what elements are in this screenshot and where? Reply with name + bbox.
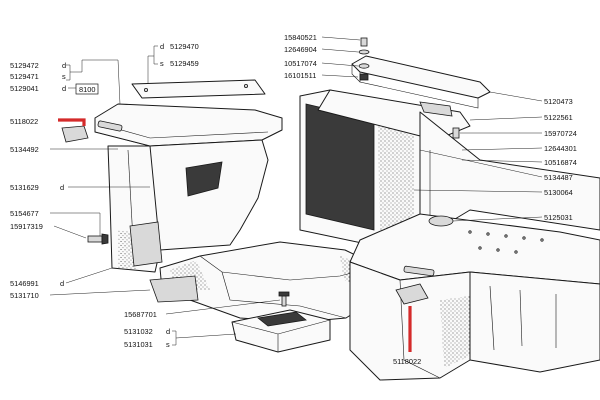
label-10517074: 10517074 — [284, 59, 317, 68]
label-12646904: 12646904 — [284, 45, 317, 54]
labels-top: d 5129470 s 5129459 — [147, 42, 199, 84]
label-5129471: 5129471 — [10, 72, 39, 81]
label-5131031: 5131031 — [124, 340, 153, 349]
plate-slot — [97, 120, 123, 132]
floor-left-block — [149, 275, 199, 303]
label-5118022: 5118022 — [10, 117, 38, 126]
labels-right: 5120473 5122561 15970724 12644301 105168… — [413, 91, 577, 222]
console-column-face — [305, 103, 375, 231]
suffix-s: s — [62, 72, 66, 81]
label-15970724: 15970724 — [544, 129, 577, 138]
plate-code: 8100 — [79, 85, 95, 94]
label-5125031: 5125031 — [544, 213, 573, 222]
rubber-pad-right — [395, 283, 429, 305]
suffix-d: d — [160, 42, 164, 51]
floor-plug — [428, 215, 454, 227]
label-5131629: 5131629 — [10, 183, 39, 192]
label-5129459: 5129459 — [170, 59, 199, 68]
suffix-d: d — [166, 327, 170, 336]
label-15687701: 15687701 — [124, 310, 157, 319]
label-12644301: 12644301 — [544, 144, 577, 153]
labels-bottom: 15687701 5131032 d 5131031 s 5118022 — [124, 299, 421, 366]
upper-bracket — [351, 55, 491, 99]
rubber-pad-left — [61, 125, 89, 143]
pedestal-screw — [278, 291, 290, 307]
label-5134487: 5134487 — [544, 173, 573, 182]
suffix-d: d — [60, 279, 64, 288]
bolt-stack — [358, 37, 370, 81]
suffix-d: d — [62, 61, 66, 70]
label-10516874: 10516874 — [544, 158, 577, 167]
label-15840521: 15840521 — [284, 33, 317, 42]
label-5146991: 5146991 — [10, 279, 39, 288]
label-5134492: 5134492 — [10, 145, 39, 154]
floor-pedestal — [231, 309, 331, 353]
label-16101511: 16101511 — [284, 71, 316, 80]
label-5154677: 5154677 — [10, 209, 39, 218]
fender-rear-panel — [149, 139, 269, 251]
suffix-s: s — [160, 59, 164, 68]
cab-rear-frame — [469, 271, 600, 373]
console-top-tab — [419, 101, 453, 117]
plate-code-box — [75, 83, 99, 95]
suffix-d: d — [62, 84, 66, 93]
label-5122561: 5122561 — [544, 113, 573, 122]
suffix-d: d — [60, 183, 64, 192]
labels-left: 5129472 d 5129471 s 5129041 d 8100 51180… — [10, 59, 151, 300]
label-5131032: 5131032 — [124, 327, 153, 336]
label-5129472: 5129472 — [10, 61, 39, 70]
cab-slot — [403, 265, 435, 277]
label-5120473: 5120473 — [544, 97, 573, 106]
suffix-s: s — [166, 340, 170, 349]
label-5131710: 5131710 — [10, 291, 39, 300]
right-console-assembly — [299, 37, 600, 381]
label-15917319: 15917319 — [10, 222, 43, 231]
fender-bolt — [87, 233, 109, 245]
label-5129041: 5129041 — [10, 84, 39, 93]
label-5129470: 5129470 — [170, 42, 199, 51]
fender-mount-bracket — [129, 221, 163, 267]
top-trim-plate — [131, 79, 266, 99]
fender-window-cutout — [185, 161, 223, 197]
highlight-marker-left — [58, 118, 86, 126]
label-5130064: 5130064 — [544, 188, 573, 197]
floor-rivets — [468, 230, 544, 254]
fender-top-plate — [94, 103, 283, 147]
pedestal-grip — [257, 311, 307, 327]
label-5118022-bottom: 5118022 — [393, 357, 421, 366]
left-fender-assembly — [58, 103, 283, 273]
floor-tunnel-assembly — [149, 241, 379, 353]
labels-mid: 15840521 12646904 10517074 16101511 — [284, 33, 361, 80]
